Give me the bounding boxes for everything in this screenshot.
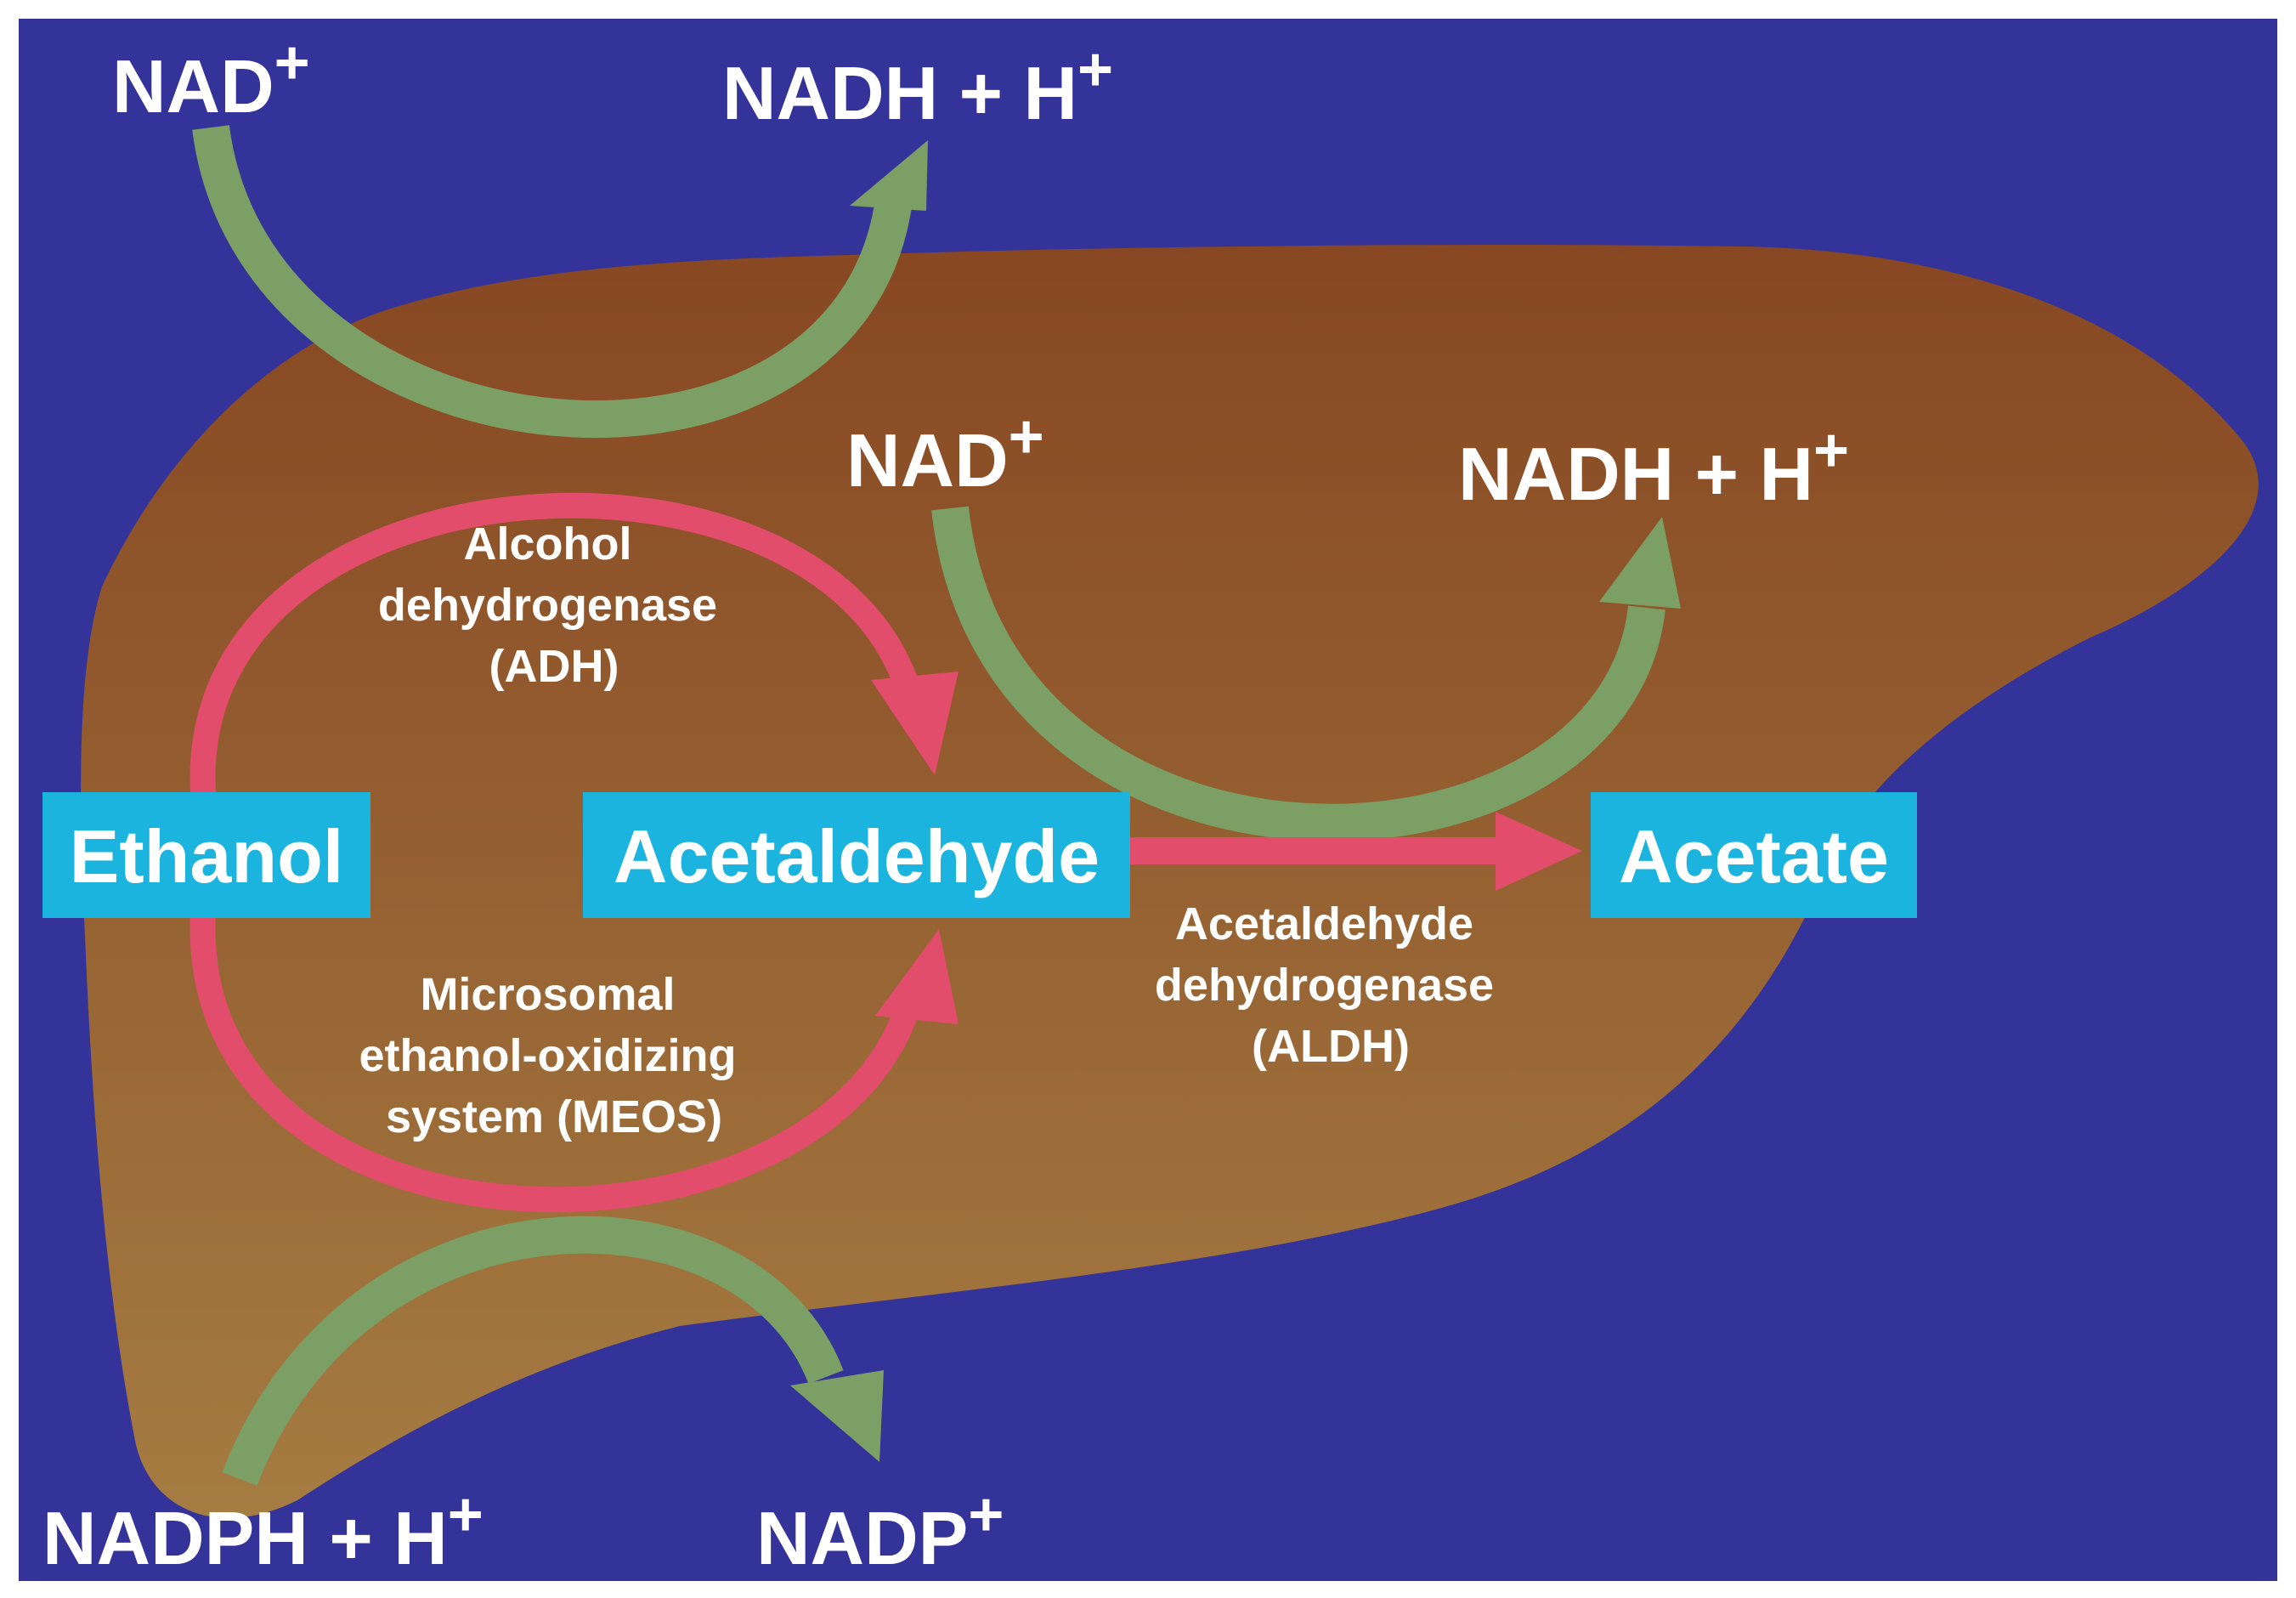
aldh-cofactor-arrow (931, 506, 1665, 842)
adh-cofactor-nad: NAD+ (112, 29, 310, 128)
meos-enzyme-label: Microsomal ethanol-oxidizing system (MEO… (359, 969, 749, 1142)
aldh-cofactor-nadh: NADH + H+ (1458, 416, 1849, 516)
ethanol-node: Ethanol (42, 792, 370, 918)
meos-cofactor-nadph: NADPH + H+ (42, 1481, 484, 1580)
meos-reaction-arrow (189, 899, 926, 1213)
aldh-reaction-arrowhead (1496, 812, 1582, 891)
adh-cofactor-arrow (192, 125, 913, 439)
adh-cofactor-arrowhead (850, 140, 928, 211)
adh-cofactor-nadh: NADH + H+ (722, 36, 1113, 135)
aldh-reaction-arrow (1130, 837, 1504, 864)
ethanol-label: Ethanol (70, 814, 344, 898)
meos-cofactor-arrow (222, 1216, 844, 1486)
acetaldehyde-node: Acetaldehyde (583, 792, 1130, 918)
aldh-enzyme-label: Acetaldehyde dehydrogenase (ALDH) (1155, 898, 1507, 1072)
acetate-label: Acetate (1619, 814, 1889, 898)
meos-cofactor-nadp: NADP+ (756, 1481, 1004, 1580)
aldh-cofactor-arrowhead (1599, 517, 1681, 609)
acetate-node: Acetate (1591, 792, 1917, 918)
adh-reaction-arrow (189, 492, 926, 805)
meos-reaction-arrowhead (875, 929, 959, 1024)
acetaldehyde-label: Acetaldehyde (614, 814, 1100, 898)
adh-enzyme-label: Alcohol dehydrogenase (ADH) (378, 518, 730, 692)
meos-cofactor-arrowhead (790, 1370, 884, 1462)
adh-reaction-arrowhead (871, 672, 959, 775)
aldh-cofactor-nad: NAD+ (846, 403, 1044, 502)
